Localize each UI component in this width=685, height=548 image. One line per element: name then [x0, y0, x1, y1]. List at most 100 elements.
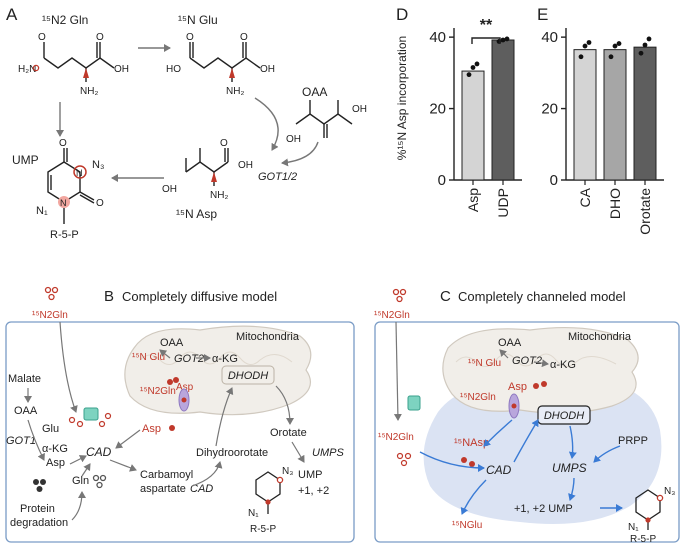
- c-prpp: PRPP: [618, 435, 648, 447]
- ump-n3-label: N₃: [92, 159, 104, 171]
- e-data-point: [646, 36, 652, 42]
- panel-a: A ¹⁵N2 Gln ¹⁵N Glu O H₂N O OH NH₂ HO O O…: [6, 5, 367, 241]
- b-akg-cyt: α-KG: [42, 443, 68, 455]
- b-gln-outside: ¹⁵N2Gln: [32, 310, 68, 321]
- asp-nh2-atom: NH₂: [210, 190, 228, 201]
- d-x-tick-label: Asp: [465, 188, 481, 212]
- e-bar: [633, 46, 657, 181]
- c-arrow-asp-cad: [483, 419, 513, 447]
- b-arrow-asp-cad: [115, 429, 141, 449]
- ump-o2-atom: O: [96, 198, 104, 209]
- glu-o-atom: O: [186, 32, 194, 43]
- b-n1-marker: [265, 499, 271, 505]
- c-cad: CAD: [486, 463, 512, 477]
- c-red-dot-2: [541, 381, 547, 387]
- b-arrow-cad-carb: [109, 459, 137, 472]
- label-n-marker: [32, 64, 40, 72]
- d-y-tick-label: 20: [429, 101, 446, 118]
- b-asp-mito: Asp: [176, 382, 194, 393]
- panel-c-letter: C: [440, 288, 451, 305]
- c-arrow-akg: [533, 359, 549, 368]
- c-dhodh-box: [537, 405, 591, 425]
- e-data-point: [638, 50, 644, 56]
- c-arrow-gln-cad: [419, 451, 485, 472]
- b-arrow-gln-cad: [81, 463, 91, 477]
- b-arrow-carb-dho: [191, 461, 223, 487]
- b-umps: UMPS: [312, 447, 344, 459]
- c-ump-ring: [635, 489, 661, 530]
- b-degradation: degradation: [10, 517, 68, 529]
- c-arrow-dhodh-umps: [568, 425, 577, 459]
- b-red-dot-3: [169, 425, 175, 431]
- n3-ring-marker: [73, 165, 87, 179]
- e-y-tick-label: 20: [541, 101, 558, 118]
- c-arrow-gln-in: [393, 321, 402, 421]
- c-arrow-cad-glu: [460, 479, 487, 515]
- d-bar: [491, 39, 515, 181]
- asp-oh-atom: OH: [162, 184, 177, 195]
- gln-o2-atom: O: [96, 32, 104, 43]
- glu-o2-atom: O: [240, 32, 248, 43]
- b-protein-dots: [33, 479, 46, 492]
- c-nasp: ¹⁵NAsp: [454, 437, 489, 449]
- c-gln-transporter: [407, 395, 421, 411]
- e-data-point: [586, 40, 592, 45]
- b-red-dot-1: [167, 379, 173, 385]
- b-cad: CAD: [86, 445, 112, 459]
- b-arrow-oaa: [159, 349, 171, 359]
- b-carbamoyl: Carbamoyl: [140, 469, 193, 481]
- ump-n-atom: N: [76, 168, 83, 178]
- significance-stars: **: [480, 17, 493, 34]
- panel-b: B Completely diffusive model ¹⁵N2Gln Mit…: [5, 286, 355, 543]
- gln-outside-dots: [44, 286, 59, 301]
- arrow-glu-asp: [254, 97, 279, 151]
- n1-ring-marker: [58, 196, 70, 208]
- e-data-point: [578, 54, 584, 60]
- significance-bracket: [471, 37, 501, 44]
- c-oaa: OAA: [498, 337, 522, 349]
- b-arrow-dhodh-orotate: [275, 385, 294, 425]
- b-glu: Glu: [42, 423, 59, 435]
- oaa-molecule: [295, 100, 353, 138]
- ump-rp-label: R-5-P: [50, 229, 79, 241]
- e-x-tick-label: CA: [577, 187, 593, 207]
- panel-b-letter: B: [104, 288, 114, 305]
- arrow-oaa-asp: [281, 141, 319, 167]
- b-asp-cyt: Asp: [46, 457, 65, 469]
- ump-o-atom: O: [59, 138, 67, 149]
- c-ump: +1, +2 UMP: [514, 503, 573, 515]
- d-x-tick-label: UDP: [495, 188, 511, 218]
- panel-d-ylabel: %¹⁵N Asp incorporation: [395, 36, 409, 160]
- oaa-label: OAA: [302, 85, 327, 99]
- b-arrow-gln-in: [59, 321, 78, 413]
- b-mito-cristae: [139, 351, 293, 365]
- e-bar: [603, 49, 627, 181]
- b-gln-transporter: [83, 407, 99, 421]
- b-n1: N₁: [248, 508, 259, 519]
- asp-n-wedge: [211, 172, 217, 182]
- e-data-point: [612, 43, 618, 49]
- b-transporter-dot: [181, 397, 187, 403]
- asp-oh2-atom: OH: [238, 160, 253, 171]
- c-umps: UMPS: [552, 461, 587, 475]
- d-y-tick-label: 0: [438, 172, 446, 189]
- asp-molecule: [185, 148, 229, 186]
- e-bar: [573, 49, 597, 181]
- b-gln-dots: [92, 474, 107, 489]
- panel-e-letter: E: [537, 5, 548, 24]
- glu-ho-atom: HO: [166, 64, 181, 75]
- c-red-dot-1: [533, 383, 539, 389]
- gln-nh2-atom: NH₂: [80, 86, 98, 97]
- b-aspartate: aspartate: [140, 483, 186, 495]
- glu-nh2-atom: NH₂: [226, 86, 244, 97]
- panel-a-letter: A: [6, 5, 18, 24]
- d-bar: [461, 70, 485, 181]
- c-asp: Asp: [508, 381, 527, 393]
- ump-ring: [47, 148, 95, 224]
- c-transporter-dot: [511, 403, 517, 409]
- ump-n1-label: N₁: [36, 205, 48, 217]
